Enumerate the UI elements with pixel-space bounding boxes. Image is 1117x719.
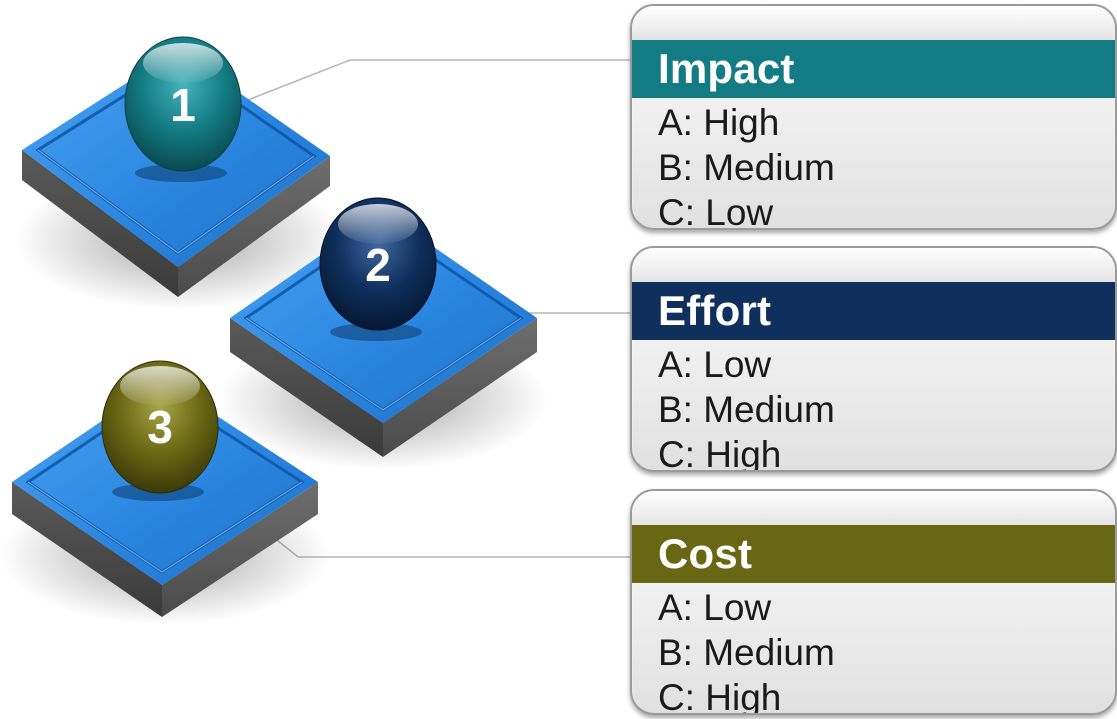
card-title: Cost xyxy=(632,525,1115,583)
card-item: C: High xyxy=(658,434,782,472)
card-effort: Effort A: Low B: Medium C: High xyxy=(630,246,1117,472)
card-item: B: Medium xyxy=(658,632,835,673)
card-item: B: Medium xyxy=(658,389,835,430)
card-item: C: Low xyxy=(658,192,774,230)
step-number-3: 3 xyxy=(147,401,173,453)
card-items: A: High B: Medium C: Low xyxy=(658,100,1105,230)
card-item: A: High xyxy=(658,102,780,143)
step-number-2: 2 xyxy=(365,239,391,291)
card-item: A: Low xyxy=(658,587,772,628)
card-cost: Cost A: Low B: Medium C: High xyxy=(630,489,1117,715)
step-ball-2: 2 xyxy=(319,197,437,341)
card-item: B: Medium xyxy=(658,147,835,188)
card-gloss xyxy=(632,248,1115,282)
card-item: A: Low xyxy=(658,344,772,385)
step-number-1: 1 xyxy=(170,79,196,131)
card-items: A: Low B: Medium C: High xyxy=(658,342,1105,472)
step-ball-3: 3 xyxy=(101,360,219,501)
card-title: Impact xyxy=(632,40,1115,98)
card-impact: Impact A: High B: Medium C: Low xyxy=(630,4,1117,230)
card-gloss xyxy=(632,6,1115,40)
card-item: C: High xyxy=(658,677,782,715)
card-items: A: Low B: Medium C: High xyxy=(658,585,1105,715)
card-gloss xyxy=(632,491,1115,525)
connector-line-1 xyxy=(239,59,630,104)
step-ball-1: 1 xyxy=(124,36,242,182)
card-title: Effort xyxy=(632,282,1115,340)
